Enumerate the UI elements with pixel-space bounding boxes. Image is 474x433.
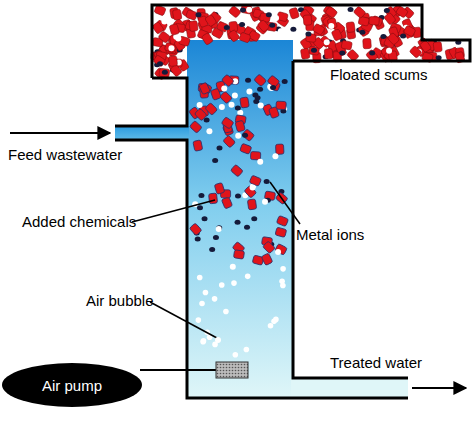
feed-pipe — [115, 126, 189, 140]
outlet-arrow — [412, 387, 466, 389]
vessel-outline — [115, 5, 470, 398]
part-label: Feed wastewater — [8, 146, 122, 163]
air-diffuser — [216, 362, 248, 378]
air-line — [140, 369, 216, 371]
feed-arrow — [10, 132, 110, 134]
part-label: Floated scums — [330, 66, 428, 83]
part-label: Treated water — [330, 354, 422, 371]
part-label: Metal ions — [296, 226, 364, 243]
leader-lines — [132, 182, 300, 338]
part-label: Air bubble — [86, 292, 154, 309]
outlet-pipe — [291, 378, 408, 398]
part-label: Added chemicals — [22, 213, 136, 230]
node-text: Air pump — [42, 377, 102, 394]
air-pump: Air pump — [2, 363, 142, 407]
column-water — [187, 40, 293, 398]
air-bubble — [215, 337, 221, 343]
particles — [151, 4, 465, 357]
